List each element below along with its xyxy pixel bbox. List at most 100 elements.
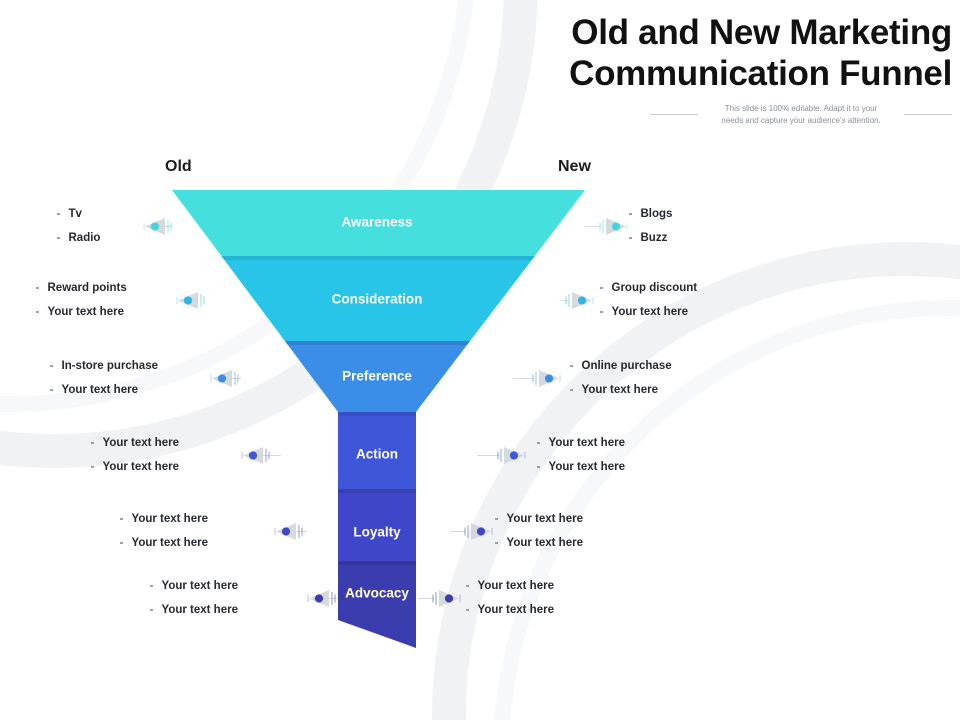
page-title-line-2: Communication Funnel bbox=[569, 54, 952, 93]
row-marker[interactable] bbox=[599, 217, 635, 235]
funnel-stage-advocacy[interactable] bbox=[338, 561, 416, 648]
subtitle-rule-right bbox=[904, 114, 952, 115]
bullet-item: Online purchase bbox=[570, 354, 672, 378]
bullet-dot-icon bbox=[600, 286, 603, 290]
bullet-dot-icon bbox=[600, 310, 603, 314]
row-marker[interactable] bbox=[136, 217, 172, 235]
bullet-label: Your text here bbox=[161, 580, 238, 592]
funnel-stage-loyalty[interactable] bbox=[338, 489, 416, 561]
bullet-item: Your text here bbox=[120, 531, 208, 555]
bullet-label: In-store purchase bbox=[61, 360, 159, 372]
subtitle-rule-left bbox=[650, 114, 698, 115]
bullet-item: Your text here bbox=[570, 378, 672, 402]
bullet-dot-icon bbox=[629, 236, 632, 240]
row-marker[interactable] bbox=[234, 446, 270, 464]
subtitle-text: This slide is 100% editable. Adapt it to… bbox=[705, 103, 897, 126]
bullet-dot-icon bbox=[537, 441, 540, 445]
bullet-item: Your text here bbox=[495, 531, 583, 555]
bullet-label: Your text here bbox=[506, 537, 583, 549]
bullet-item: Your text here bbox=[150, 598, 238, 622]
bullet-label: Your text here bbox=[131, 513, 208, 525]
bullet-label: Reward points bbox=[47, 282, 127, 294]
bullet-item: Your text here bbox=[50, 378, 158, 402]
bullet-dot-icon bbox=[150, 608, 153, 612]
row-marker[interactable] bbox=[300, 589, 336, 607]
page-title-line-1: Old and New Marketing bbox=[571, 13, 952, 52]
row-marker[interactable] bbox=[203, 369, 239, 387]
bullet-dot-icon bbox=[150, 584, 153, 588]
bullet-item: Your text here bbox=[600, 300, 697, 324]
connector-line-right bbox=[418, 598, 434, 599]
bullet-item: Blogs bbox=[629, 202, 672, 226]
bullet-label: Your text here bbox=[506, 513, 583, 525]
row-marker[interactable] bbox=[169, 291, 205, 309]
funnel-stage-label-preference: Preference bbox=[342, 369, 412, 384]
bullet-item: Tv bbox=[57, 202, 100, 226]
bullet-label: Your text here bbox=[611, 306, 688, 318]
row-marker[interactable] bbox=[464, 522, 500, 540]
funnel-stage-action[interactable] bbox=[338, 412, 416, 489]
funnel-stage-label-advocacy: Advocacy bbox=[345, 586, 409, 601]
bullet-item: Your text here bbox=[495, 507, 583, 531]
bullet-item: Group discount bbox=[600, 276, 697, 300]
bullet-label: Your text here bbox=[477, 580, 554, 592]
bullet-item: In-store purchase bbox=[50, 354, 158, 378]
bullet-dot-icon bbox=[36, 310, 39, 314]
bullet-item: Your text here bbox=[36, 300, 127, 324]
bullet-dot-icon bbox=[466, 608, 469, 612]
connector-line-right bbox=[513, 378, 534, 379]
bullet-dot-icon bbox=[495, 541, 498, 545]
subtitle-line-1: This slide is 100% editable. Adapt it to… bbox=[724, 104, 878, 113]
bullet-dot-icon bbox=[495, 517, 498, 521]
bullet-item: Your text here bbox=[537, 455, 625, 479]
bullet-label: Your text here bbox=[102, 437, 179, 449]
bullet-dot-icon bbox=[50, 364, 53, 368]
connector-line-left bbox=[287, 531, 307, 532]
row-marker[interactable] bbox=[497, 446, 533, 464]
subtitle-line-2: needs and capture your audience's attent… bbox=[721, 115, 881, 125]
bullet-dot-icon bbox=[91, 465, 94, 469]
bullet-dot-icon bbox=[91, 441, 94, 445]
funnel-stage-edge-action bbox=[338, 412, 416, 416]
bullet-item: Your text here bbox=[466, 598, 554, 622]
row-marker[interactable] bbox=[565, 291, 601, 309]
bullet-label: Your text here bbox=[61, 384, 138, 396]
bullet-dot-icon bbox=[570, 364, 573, 368]
bullet-label: Your text here bbox=[477, 604, 554, 616]
column-header-old: Old bbox=[165, 158, 192, 175]
bullet-item: Your text here bbox=[466, 574, 554, 598]
bullet-label: Your text here bbox=[548, 461, 625, 473]
row-marker[interactable] bbox=[267, 522, 303, 540]
bullet-label: Blogs bbox=[640, 208, 673, 220]
connector-line-right bbox=[560, 300, 567, 301]
bullet-label: Your text here bbox=[581, 384, 658, 396]
funnel-stage-edge-advocacy bbox=[338, 561, 416, 565]
bullet-dot-icon bbox=[36, 286, 39, 290]
bullet-label: Tv bbox=[68, 208, 82, 220]
bullet-item: Your text here bbox=[91, 431, 179, 455]
bullet-dot-icon bbox=[57, 212, 60, 216]
bullet-dot-icon bbox=[120, 541, 123, 545]
bullet-dot-icon bbox=[57, 236, 60, 240]
row-marker[interactable] bbox=[432, 589, 468, 607]
bullet-label: Radio bbox=[68, 232, 101, 244]
bullet-label: Your text here bbox=[47, 306, 124, 318]
column-header-new: New bbox=[558, 158, 591, 175]
bullet-label: Online purchase bbox=[581, 360, 672, 372]
bullet-item: Reward points bbox=[36, 276, 127, 300]
bullet-item: Buzz bbox=[629, 226, 672, 250]
bullet-item: Your text here bbox=[120, 507, 208, 531]
row-marker[interactable] bbox=[532, 369, 568, 387]
bullet-label: Your text here bbox=[548, 437, 625, 449]
bullet-item: Radio bbox=[57, 226, 100, 250]
